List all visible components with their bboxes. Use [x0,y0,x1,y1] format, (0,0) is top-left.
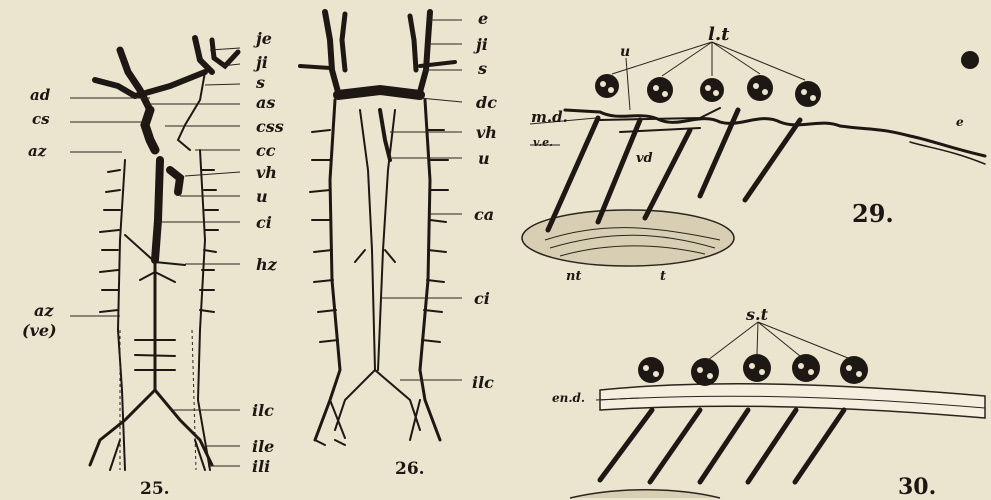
figure-29: l.t u m.d. v.e. vd nt t e 29. [522,24,985,284]
fig25-label-s: s [255,73,265,92]
fig29-label-md: m.d. [531,108,568,126]
fig25-label-ile: ile [252,437,274,456]
fig26-number: 26. [395,459,425,479]
fig29-label-t: t [660,269,666,284]
fig26-label-ca: ca [474,205,494,224]
fig30-label-end: en.d. [552,391,585,405]
fig26-ductus-cuvieri [338,90,420,95]
fig26-label-dc: dc [476,93,497,112]
fig25-label-az: az [34,301,54,320]
fig26-label-vh: vh [476,123,497,142]
fig25-vena-cava-inferior [155,160,160,260]
fig25-label-ji: ji [253,53,268,72]
fig25-label-cc: cc [256,141,276,160]
fig25-label-u: u [256,187,268,206]
fig26-label-s: s [477,59,487,78]
fig30-number: 30. [898,474,936,500]
fig30-label-st: s.t [745,305,769,324]
fig29-label-ve: v.e. [533,136,553,149]
figure-26: e ji s dc vh u ca ci ilc 26. [300,9,497,479]
fig25-label-css: css [256,117,284,136]
fig25-label-ili: ili [252,457,270,476]
fig29-label-vd: vd [636,151,653,166]
fig26-label-ci: ci [474,289,490,308]
fig25-label-vh: vh [256,163,277,182]
fig25-label-ci: ci [256,213,272,232]
fig25-label-as: as [256,93,275,112]
fig25-label-ve: (ve) [22,321,57,340]
fig25-label-az-upper: az [28,142,47,160]
fig29-tubules [595,51,979,107]
fig25-label-ilc: ilc [252,401,274,420]
fig25-number: 25. [140,479,170,499]
figure-30: s.t en.d. 30. [552,305,985,500]
fig25-left-jugular [120,50,150,110]
fig29-label-u: u [620,44,630,60]
fig29-label-e: e [956,115,964,129]
fig25-label-je: je [253,29,272,48]
fig26-label-e: e [478,9,488,28]
fig29-number: 29. [852,199,894,228]
fig29-label-lt: l.t [708,24,730,45]
fig26-label-ji: ji [473,35,488,54]
fig26-label-u: u [478,149,490,168]
fig25-label-cs: cs [32,110,50,128]
fig26-label-ilc: ilc [472,373,494,392]
fig25-left-cava [145,110,155,150]
fig25-label-ad: ad [30,86,51,104]
fig25-label-hz: hz [256,255,278,274]
fig30-tubules [638,354,868,386]
figure-25: je ji s as css cc vh u ci hz ilc ile ili… [22,29,284,499]
fig29-label-nt: nt [566,269,581,284]
